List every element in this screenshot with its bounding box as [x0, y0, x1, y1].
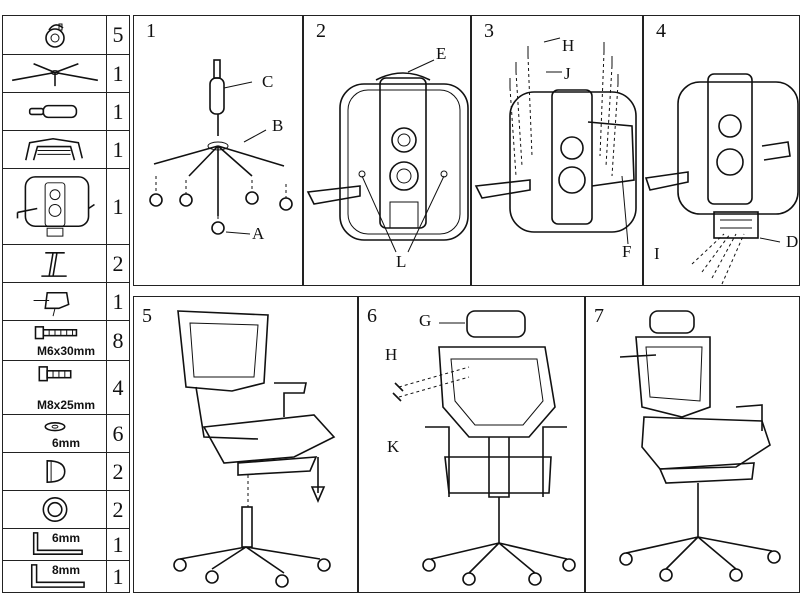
parts-row-hexkey-8: 8mm 1: [3, 560, 129, 592]
ring-icon: [42, 497, 68, 522]
callout-label: F: [622, 242, 632, 261]
parts-qty: 1: [112, 563, 124, 589]
parts-row-cap: 2: [3, 452, 129, 490]
headrest-icon: [33, 291, 70, 317]
callout-label: C: [262, 72, 274, 91]
callout-label: D: [786, 232, 799, 251]
armrest-icon: [41, 252, 67, 277]
parts-row-headrest: 1: [3, 282, 129, 320]
step-7-panel: 7: [585, 296, 800, 593]
parts-qty: 2: [112, 250, 124, 276]
armrest-screws-illustration: [474, 37, 637, 245]
step-2-panel: 2 E L: [303, 15, 471, 286]
step-3-panel: 3 H J F: [471, 15, 643, 286]
seat-mechanism-icon: [16, 176, 95, 237]
five-star-base-icon: [12, 63, 98, 87]
cap-icon: [46, 460, 66, 483]
step-1-panel: 1 C B A: [133, 15, 303, 286]
parts-row-ring: 2: [3, 490, 129, 528]
callout-label: H: [562, 36, 575, 55]
parts-row-hexkey-6: 6mm 1: [3, 528, 129, 560]
step-number: 5: [142, 305, 152, 327]
hex-key-8mm-icon: [30, 564, 85, 588]
gas-cylinder-icon: [28, 104, 78, 119]
parts-row-m6-bolt: M6x30mm 8: [3, 320, 129, 360]
callout-label: A: [252, 224, 265, 243]
parts-row-washer: 6mm 6: [3, 414, 129, 452]
step-number: 7: [594, 305, 604, 327]
parts-qty: 4: [112, 374, 124, 400]
lumbar-support-icon: [25, 138, 84, 161]
finished-chair-illustration: [619, 310, 781, 582]
headrest-install-illustration: [392, 310, 576, 586]
parts-label: 6mm: [51, 436, 80, 450]
washer-icon: [44, 422, 66, 432]
parts-qty: 1: [112, 288, 124, 314]
callout-label: H: [385, 345, 398, 364]
step-6-panel: 6 G H K: [358, 296, 585, 593]
parts-qty: 6: [112, 420, 124, 446]
parts-row-m8-bolt: M8x25mm 4: [3, 360, 129, 414]
callout-label: E: [436, 44, 447, 63]
step-number: 1: [146, 20, 156, 42]
caster-wheel-icon: [45, 23, 65, 48]
parts-qty: 1: [112, 136, 124, 162]
parts-row-mechanism: 1: [3, 168, 129, 244]
parts-row-base: 1: [3, 54, 129, 92]
parts-row-caster: 5: [3, 16, 129, 54]
parts-label: M8x25mm: [36, 398, 96, 412]
parts-row-lumbar: 1: [3, 130, 129, 168]
parts-row-cylinder: 1: [3, 92, 129, 130]
m8-bolt-icon: [38, 366, 72, 382]
parts-list-table: 5 1 1 1 1: [2, 15, 130, 593]
parts-qty: 5: [112, 22, 124, 47]
parts-qty: 1: [112, 98, 124, 124]
callout-label: B: [272, 116, 284, 135]
parts-qty: 1: [112, 531, 124, 557]
mechanism-mount-illustration: [306, 59, 469, 253]
hex-key-6mm-icon: [32, 532, 83, 555]
parts-qty: 1: [112, 193, 124, 219]
seat-to-base-illustration: [173, 310, 336, 588]
step-5-panel: 5: [133, 296, 358, 593]
callout-label: G: [419, 311, 432, 330]
parts-qty: 8: [112, 327, 124, 353]
callout-label: K: [387, 437, 400, 456]
parts-qty: 2: [112, 496, 124, 522]
step-4-panel: 4 I D: [643, 15, 800, 286]
parts-qty: 1: [112, 60, 124, 86]
parts-qty: 2: [112, 458, 124, 484]
parts-label: 8mm: [51, 563, 80, 577]
step-number: 3: [484, 20, 494, 42]
m6-bolt-icon: [34, 326, 78, 340]
parts-label: M6x30mm: [36, 344, 96, 358]
callout-label: L: [396, 252, 407, 271]
base-assembly-illustration: [149, 59, 293, 235]
step-number: 4: [656, 20, 666, 42]
parts-label: 6mm: [51, 531, 80, 545]
lumbar-mount-illustration: [644, 73, 799, 285]
callout-label: J: [564, 64, 571, 83]
callout-label: I: [654, 244, 660, 263]
parts-row-armrest: 2: [3, 244, 129, 282]
step-number: 2: [316, 20, 326, 42]
step-number: 6: [367, 305, 377, 327]
